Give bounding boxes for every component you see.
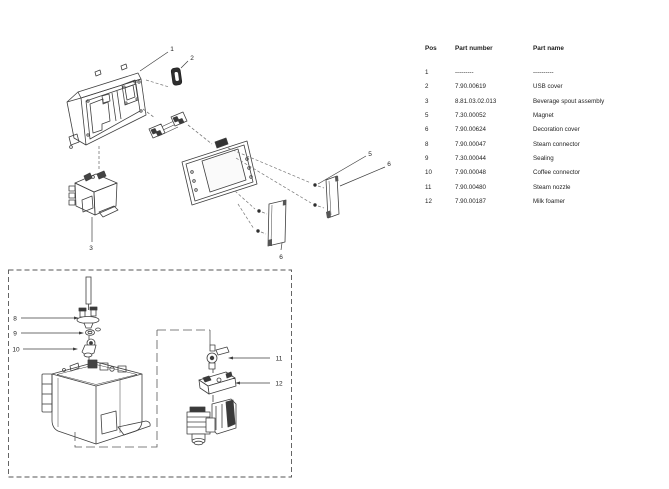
callout-2: 2 (145, 55, 194, 88)
callout-12: 12 (235, 381, 283, 388)
decoration-cover-right (325, 175, 340, 219)
cell-part-name: ---------- (533, 69, 554, 76)
cell-part-number: --------- (455, 69, 474, 76)
header-part-name: Part name (533, 45, 564, 52)
usb-cover-part (170, 67, 183, 86)
milk-foamer-part (198, 371, 237, 402)
callout-5-label: 5 (368, 151, 372, 158)
cell-part-number: 7.30.00044 (455, 154, 486, 162)
table-row: 11 7.90.00480 Steam nozzle (425, 181, 667, 195)
callout-11-label: 11 (276, 356, 283, 363)
callout-5: 5 (317, 151, 372, 185)
cell-pos: 6 (425, 126, 429, 134)
table-row: 9 7.30.00044 Sealing (425, 152, 667, 166)
callout-6-right-label: 6 (387, 161, 391, 168)
cell-pos: 12 (425, 197, 432, 205)
steam-connector-part (76, 306, 100, 329)
callout-11: 11 (228, 356, 283, 363)
cell-part-number: 8.81.03.02.013 (455, 97, 497, 105)
table-row: 8 7.90.00047 Steam connector (425, 138, 667, 152)
exploded-view-diagram: 1 2 (8, 46, 391, 478)
callout-6-right: 6 (339, 161, 391, 187)
cell-part-name: Beverage spout assembly (533, 97, 605, 105)
ribbon-cable (142, 108, 213, 145)
cell-part-number: 7.30.00052 (455, 111, 486, 119)
callout-6-left: 6 (279, 242, 283, 261)
cell-pos: 3 (425, 97, 429, 105)
callout-9-label: 9 (13, 331, 17, 338)
decoration-cover-left (267, 199, 287, 247)
beverage-spout-part (68, 170, 119, 218)
display-panel-part (181, 137, 258, 206)
callout-3: 3 (89, 217, 93, 252)
cell-part-number: 7.90.00048 (455, 169, 486, 177)
callout-10-label: 10 (12, 347, 20, 354)
cell-part-name: Milk foamer (533, 197, 565, 205)
coffee-connector-part (81, 336, 97, 363)
table-row: 5 7.30.00052 Magnet (425, 109, 667, 123)
table-row: 2 7.90.00619 USB cover (425, 80, 667, 94)
cell-part-name: Coffee connector (533, 169, 581, 177)
detail-box-border (8, 269, 292, 478)
steam-nozzle-part (206, 344, 230, 373)
header-part-number: Part number (455, 45, 493, 52)
cover-leader-lines (227, 147, 325, 235)
beverage-spout-detail (41, 359, 151, 445)
callout-12-label: 12 (275, 381, 283, 388)
callout-3-label: 3 (89, 245, 93, 252)
cell-part-name: Magnet (533, 111, 554, 119)
cell-part-name: Decoration cover (533, 126, 580, 134)
table-row: 3 8.81.03.02.013 Beverage spout assembly (425, 95, 667, 109)
cell-part-number: 7.90.00619 (455, 83, 486, 91)
table-row: 6 7.90.00624 Decoration cover (425, 123, 667, 137)
cell-part-number: 7.90.00187 (455, 197, 486, 205)
sealing-part (85, 327, 101, 336)
cell-part-name: USB cover (533, 83, 563, 91)
magnet-parts (256, 183, 317, 233)
assembly-routing-path (74, 329, 211, 448)
cell-pos: 11 (425, 183, 432, 191)
header-pos: Pos (425, 45, 437, 52)
front-panel-part (66, 63, 147, 149)
cell-pos: 9 (425, 154, 429, 162)
steam-tube (85, 276, 92, 310)
cell-pos: 5 (425, 111, 429, 119)
callout-8-label: 8 (13, 316, 17, 323)
callout-6-left-label: 6 (279, 254, 283, 261)
cell-part-name: Steam nozzle (533, 183, 571, 191)
cell-part-number: 7.90.00047 (455, 140, 486, 148)
parts-table-rows: 1 --------- ---------- 2 7.90.00619 USB … (425, 66, 667, 209)
table-row: 10 7.90.00048 Coffee connector (425, 166, 667, 180)
parts-table: Pos Part number Part name 1 --------- --… (425, 45, 667, 209)
callout-1: 1 (139, 46, 174, 72)
callout-2-label: 2 (190, 55, 194, 62)
cell-pos: 8 (425, 140, 429, 148)
cell-part-number: 7.90.00624 (455, 126, 486, 134)
table-row: 1 --------- ---------- (425, 66, 667, 80)
callout-1-label: 1 (170, 46, 174, 53)
parts-table-header: Pos Part number Part name (425, 45, 667, 53)
cell-pos: 10 (425, 169, 432, 177)
foamer-holder-assembly (186, 398, 237, 446)
callout-10: 10 (12, 347, 78, 354)
table-row: 12 7.90.00187 Milk foamer (425, 195, 667, 209)
cell-part-number: 7.90.00480 (455, 183, 486, 191)
cell-part-name: Steam connector (533, 140, 580, 148)
cell-pos: 1 (425, 69, 429, 76)
callout-8: 8 (13, 316, 79, 323)
cell-pos: 2 (425, 83, 429, 91)
callout-9: 9 (13, 331, 84, 338)
cell-part-name: Sealing (533, 154, 554, 162)
